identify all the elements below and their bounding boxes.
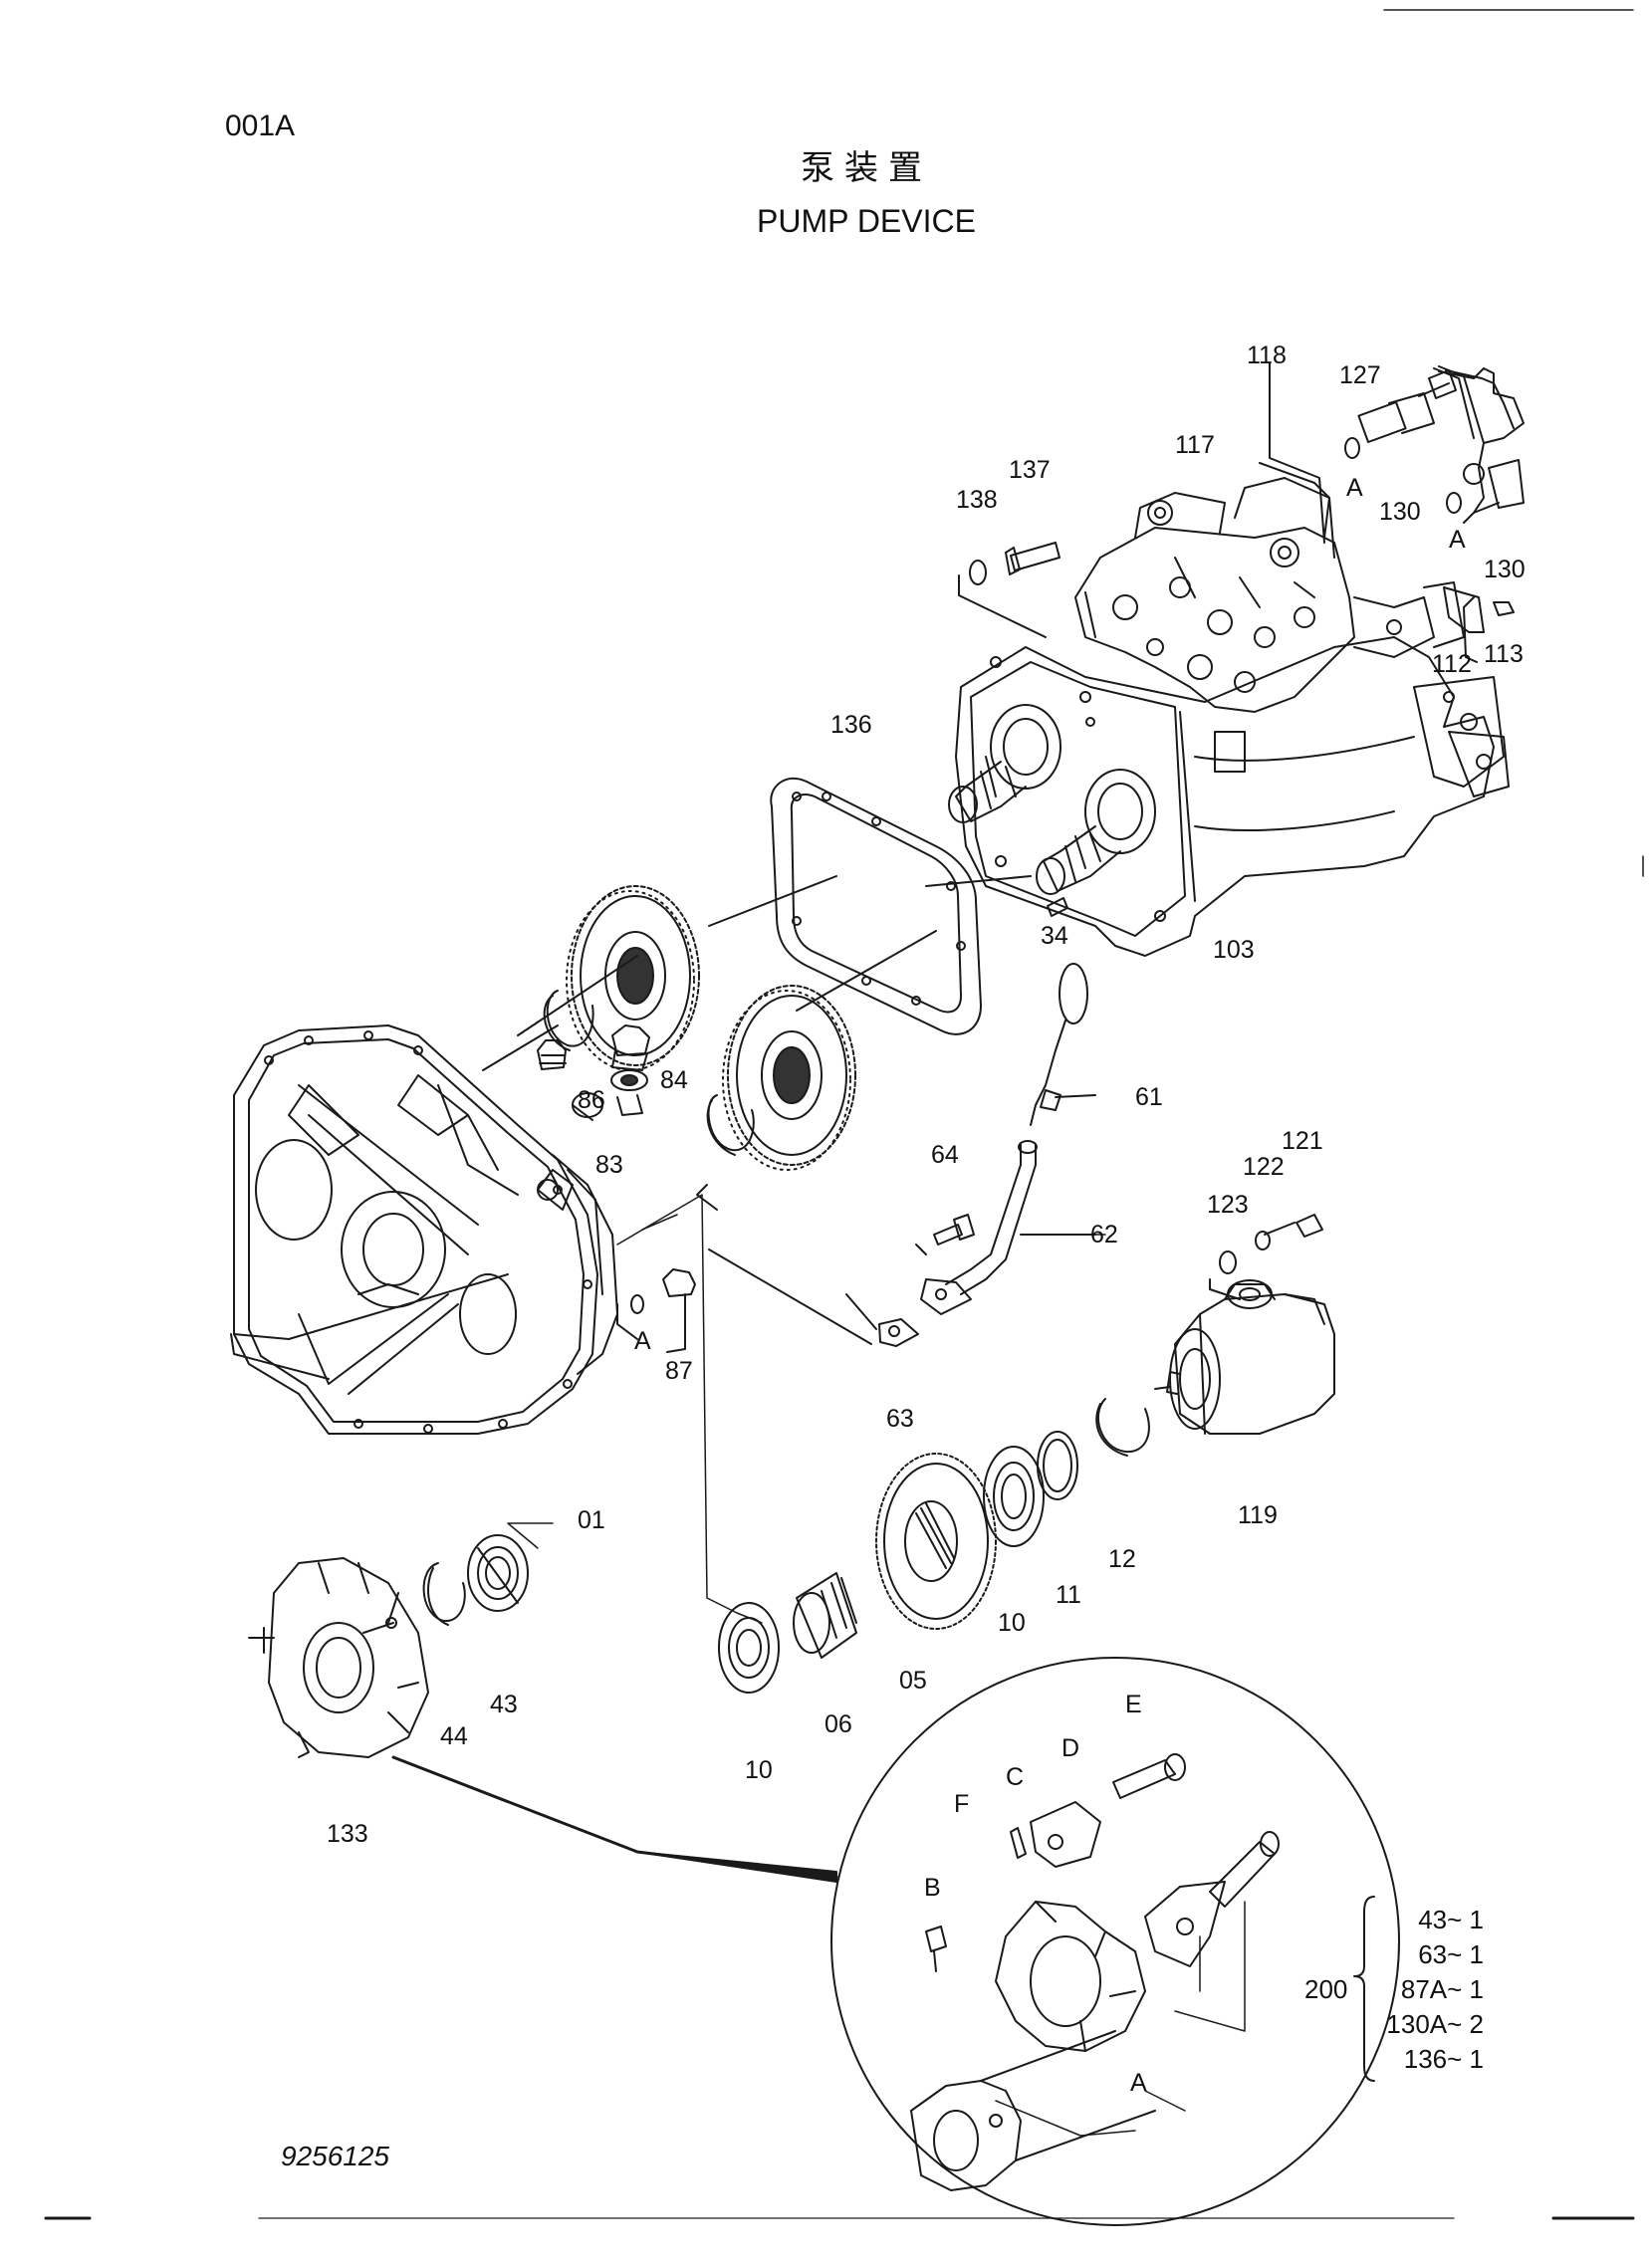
callout-133: 133 xyxy=(327,1820,368,1848)
title-chinese: 泵装置 xyxy=(801,148,932,188)
callout-43: 43 xyxy=(490,1691,518,1718)
callout-A-1: A xyxy=(1346,474,1363,502)
callout-127: 127 xyxy=(1339,361,1381,389)
callout-05: 05 xyxy=(899,1667,927,1695)
title-english: PUMP DEVICE xyxy=(757,203,976,239)
bolt-121-washers xyxy=(1209,1214,1323,1300)
callout-84: 84 xyxy=(660,1066,688,1094)
callout-10-upper: 10 xyxy=(998,1609,1026,1637)
pilot-pipe-118 xyxy=(1259,362,1525,559)
kit-number: 200 xyxy=(1304,1974,1348,2004)
callout-10-lower: 10 xyxy=(745,1756,773,1784)
callout-119: 119 xyxy=(1238,1501,1278,1529)
snap-ring-44 xyxy=(422,1562,466,1626)
callout-86: 86 xyxy=(578,1086,605,1114)
kit-item: 130A~ 2 xyxy=(1386,2009,1484,2039)
snap-ring-12 xyxy=(1095,1398,1150,1457)
callout-117: 117 xyxy=(1175,431,1215,459)
kit-item: 43~ 1 xyxy=(1418,1905,1484,1934)
callout-122: 122 xyxy=(1243,1153,1285,1181)
callout-A-2: A xyxy=(1449,526,1466,554)
gear-pump-119 xyxy=(1154,1279,1335,1435)
pump-housing-01 xyxy=(230,1024,618,1435)
callout-112: 112 xyxy=(1432,650,1472,678)
callout-61: 61 xyxy=(1135,1083,1163,1111)
gasket-136 xyxy=(708,777,1032,1035)
spline-shaft-06 xyxy=(793,1572,857,1659)
callout-130-a: 130 xyxy=(1379,498,1421,526)
drawing-number: 9256125 xyxy=(281,2141,390,2171)
callout-118: 118 xyxy=(1247,341,1287,369)
bolt-64 xyxy=(915,1214,975,1255)
callout-12: 12 xyxy=(1108,1545,1136,1573)
callout-136: 136 xyxy=(830,711,872,739)
scan-edge-lines xyxy=(44,9,1644,2220)
callout-137: 137 xyxy=(1009,456,1051,484)
callout-06: 06 xyxy=(824,1710,852,1738)
callout-B: B xyxy=(924,1874,941,1902)
callout-D: D xyxy=(1061,1734,1080,1762)
callout-E: E xyxy=(1125,1691,1142,1718)
callout-34: 34 xyxy=(1041,922,1068,950)
leader-01 xyxy=(507,1522,554,1549)
callout-130-b: 130 xyxy=(1484,556,1526,583)
coupling-133 xyxy=(248,1557,429,1758)
kit-item: 63~ 1 xyxy=(1418,1939,1484,1969)
plug-84 xyxy=(610,1024,650,1116)
bracket-112-bolt-113 xyxy=(1443,586,1515,663)
callout-C: C xyxy=(1006,1763,1025,1791)
callout-01: 01 xyxy=(578,1506,605,1534)
callout-A-3: A xyxy=(634,1327,651,1355)
page-code: 001A xyxy=(225,110,296,142)
main-pump-103 xyxy=(948,636,1510,957)
gear-upper xyxy=(566,885,700,1071)
callout-44: 44 xyxy=(440,1722,468,1750)
callout-A-4: A xyxy=(1130,2069,1147,2097)
bearing-43 xyxy=(467,1534,529,1612)
kit-item: 87A~ 1 xyxy=(1400,1974,1484,2004)
callout-87: 87 xyxy=(665,1357,693,1385)
regulator-assembly-117 xyxy=(1074,477,1465,713)
callout-123: 123 xyxy=(1207,1191,1249,1219)
callout-11: 11 xyxy=(1056,1581,1081,1609)
kit-item: 136~ 1 xyxy=(1403,2044,1484,2074)
callout-83: 83 xyxy=(595,1151,623,1179)
plug-87 xyxy=(616,1268,696,1353)
guide-tube-62 xyxy=(920,1140,1096,1315)
callout-138: 138 xyxy=(956,486,998,514)
bearing-10-upper xyxy=(983,1446,1045,1547)
bolt-137-washer-138 xyxy=(958,542,1060,638)
callout-103: 103 xyxy=(1213,936,1255,964)
callout-64: 64 xyxy=(931,1141,959,1169)
gasket-63 xyxy=(696,1184,919,1347)
bearing-10-lower xyxy=(718,1602,780,1694)
kit-brace xyxy=(1353,1896,1375,2082)
callout-62: 62 xyxy=(1090,1221,1118,1248)
callout-63: 63 xyxy=(886,1405,914,1433)
callout-F: F xyxy=(954,1790,970,1818)
gear-lower xyxy=(722,985,856,1171)
callout-121: 121 xyxy=(1282,1127,1323,1155)
plug-86 xyxy=(537,1039,567,1070)
leader-lines xyxy=(616,1194,1106,1624)
plug-83 xyxy=(572,1092,603,1121)
callout-113: 113 xyxy=(1484,640,1524,668)
snap-rings xyxy=(482,955,755,1156)
gear-05 xyxy=(875,1453,997,1630)
dipstick-61 xyxy=(1030,963,1096,1126)
detail-view-coupling xyxy=(830,1657,1400,2226)
